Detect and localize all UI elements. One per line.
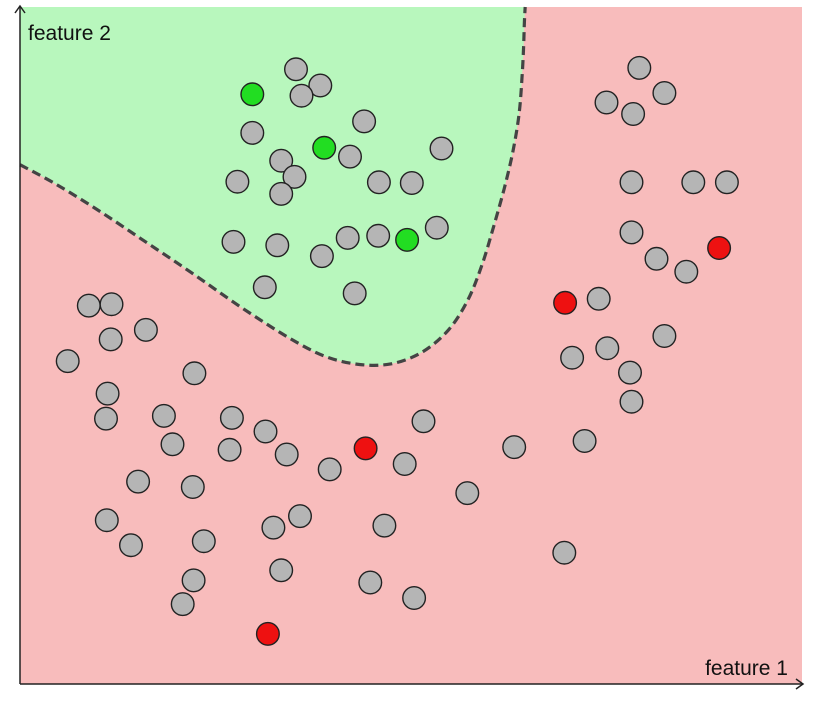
data-point-unlabeled: [652, 80, 677, 105]
data-point-unlabeled: [586, 286, 611, 311]
data-point-unlabeled: [627, 55, 652, 80]
data-point-unlabeled: [289, 83, 314, 108]
data-point-unlabeled: [94, 508, 119, 533]
data-point-unlabeled: [619, 170, 644, 195]
data-point-unlabeled: [126, 469, 151, 494]
data-point-unlabeled: [308, 73, 333, 98]
data-point-unlabeled: [392, 452, 417, 477]
data-point-unlabeled: [502, 435, 527, 460]
data-point-unlabeled: [265, 233, 290, 258]
data-point-class-b: [255, 621, 280, 646]
data-point-unlabeled: [225, 169, 250, 194]
data-point-class-b: [553, 290, 578, 315]
data-point-unlabeled: [252, 275, 277, 300]
data-point-unlabeled: [95, 381, 120, 406]
data-point-unlabeled: [366, 223, 391, 248]
data-point-unlabeled: [338, 144, 363, 169]
data-point-unlabeled: [455, 481, 480, 506]
data-point-unlabeled: [282, 164, 307, 189]
x-axis-label: feature 1: [705, 657, 788, 680]
data-point-unlabeled: [594, 90, 619, 115]
data-point-unlabeled: [342, 281, 367, 306]
data-point-unlabeled: [619, 389, 644, 414]
data-point-unlabeled: [99, 292, 124, 317]
data-point-unlabeled: [151, 403, 176, 428]
data-points: [55, 55, 739, 646]
data-point-unlabeled: [358, 570, 383, 595]
data-point-unlabeled: [253, 419, 278, 444]
data-point-unlabeled: [674, 259, 699, 284]
x-axis-arrow-icon: [795, 678, 805, 690]
data-point-unlabeled: [98, 327, 123, 352]
data-point-unlabeled: [284, 57, 309, 82]
data-point-unlabeled: [217, 437, 242, 462]
y-axis-arrow-icon: [14, 4, 26, 14]
class-regions: [20, 7, 802, 684]
data-point-unlabeled: [619, 220, 644, 245]
data-point-unlabeled: [269, 558, 294, 583]
data-point-unlabeled: [309, 244, 334, 269]
data-point-unlabeled: [288, 504, 313, 529]
data-point-class-a: [395, 227, 420, 252]
data-point-unlabeled: [219, 405, 244, 430]
data-point-unlabeled: [552, 540, 577, 565]
data-point-unlabeled: [652, 324, 677, 349]
y-axis-label: feature 2: [28, 22, 111, 45]
data-point-unlabeled: [55, 349, 80, 374]
data-point-unlabeled: [372, 513, 397, 538]
decision-boundary: [19, 6, 527, 367]
data-point-unlabeled: [560, 345, 585, 370]
data-point-unlabeled: [191, 529, 216, 554]
data-point-unlabeled: [180, 475, 205, 500]
data-point-unlabeled: [261, 515, 286, 540]
data-point-unlabeled: [429, 136, 454, 161]
data-point-unlabeled: [170, 592, 195, 617]
data-point-unlabeled: [182, 361, 207, 386]
data-point-unlabeled: [240, 120, 265, 145]
data-point-unlabeled: [572, 429, 597, 454]
axes: [14, 4, 805, 690]
data-point-unlabeled: [714, 170, 739, 195]
data-point-class-b: [707, 235, 732, 260]
data-point-unlabeled: [93, 406, 118, 431]
data-point-unlabeled: [411, 409, 436, 434]
data-point-class-a: [240, 82, 265, 107]
data-point-unlabeled: [181, 568, 206, 593]
data-point-unlabeled: [399, 170, 424, 195]
data-point-unlabeled: [424, 215, 449, 240]
data-point-unlabeled: [274, 442, 299, 467]
data-point-unlabeled: [366, 170, 391, 195]
data-point-class-a: [312, 135, 337, 160]
data-point-class-b: [353, 436, 378, 461]
data-point-unlabeled: [221, 229, 246, 254]
data-point-unlabeled: [618, 360, 643, 385]
data-point-unlabeled: [133, 317, 158, 342]
data-point-unlabeled: [621, 101, 646, 126]
data-point-unlabeled: [317, 457, 342, 482]
data-point-unlabeled: [595, 336, 620, 361]
data-point-unlabeled: [76, 293, 101, 318]
data-point-unlabeled: [681, 170, 706, 195]
data-point-unlabeled: [118, 533, 143, 558]
data-point-unlabeled: [269, 181, 294, 206]
data-point-unlabeled: [269, 148, 294, 173]
data-point-unlabeled: [402, 586, 427, 611]
data-point-unlabeled: [160, 432, 185, 457]
data-point-unlabeled: [335, 225, 360, 250]
data-point-unlabeled: [644, 246, 669, 271]
data-point-unlabeled: [352, 109, 377, 134]
